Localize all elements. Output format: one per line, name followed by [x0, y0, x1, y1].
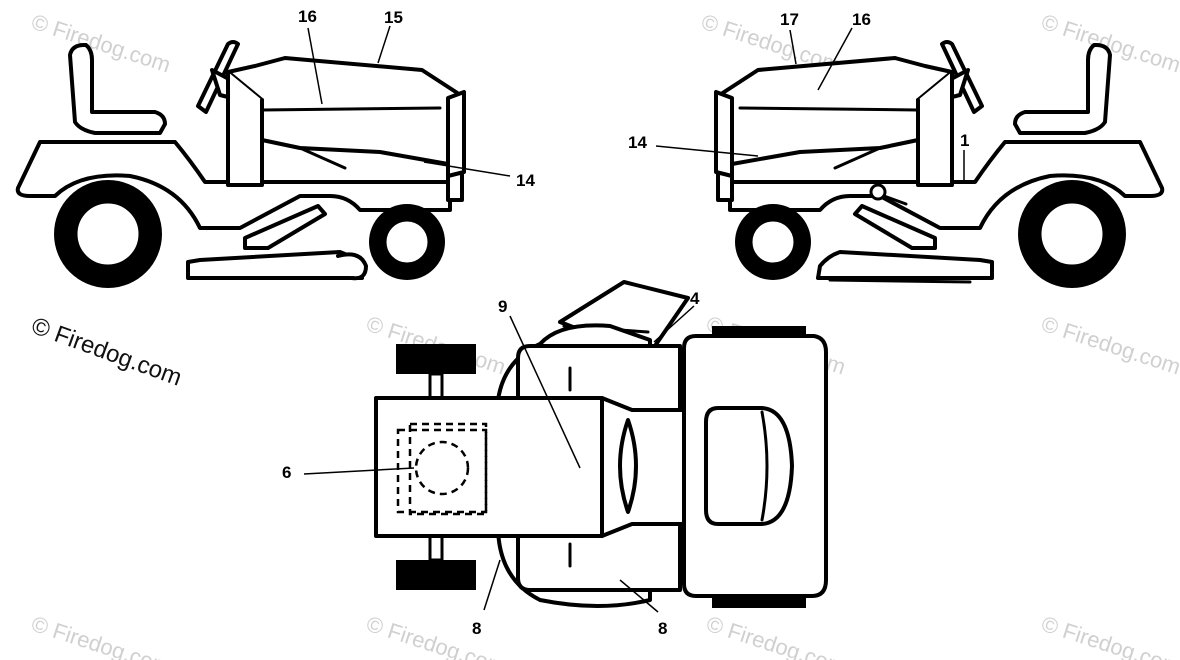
callout-label: 17	[780, 10, 799, 29]
dash-post	[226, 70, 264, 187]
leader-line	[303, 467, 415, 475]
dash-post	[916, 70, 954, 187]
rear-axle-bottom	[428, 534, 444, 562]
front-wheel-hub	[383, 218, 431, 266]
rear-wheel-hub	[74, 200, 142, 268]
rear-axle-top	[428, 372, 444, 400]
watermark-text: © Firedog.com	[28, 9, 173, 77]
rear-tire-top	[396, 344, 476, 374]
hood-crease	[260, 106, 442, 112]
steering-taper	[600, 396, 686, 538]
deck-chute	[336, 252, 368, 281]
callout-label: 8	[472, 619, 481, 638]
front-wheel-hub	[749, 218, 797, 266]
callout-label: 4	[690, 289, 700, 308]
rear-wheel-hub	[1038, 200, 1106, 268]
headlight-curve	[760, 410, 769, 522]
rear-tire-bottom	[396, 560, 476, 590]
callout-label: 15	[384, 8, 403, 27]
callout-label: 8	[658, 619, 667, 638]
deck-skirt	[828, 278, 972, 284]
mower-deck	[186, 250, 364, 280]
lever-knob	[869, 183, 887, 201]
mower-deck	[816, 250, 994, 280]
callout-label: 16	[852, 10, 871, 29]
watermark-text: © Firedog.com	[363, 611, 508, 660]
lever-handle	[882, 194, 908, 206]
fuel-cap-outline	[414, 440, 470, 496]
leader-line	[817, 27, 853, 91]
watermark-text: © Firedog.com	[703, 611, 848, 660]
steering-hub	[618, 418, 638, 514]
right-side-view: 17 16 14 1	[628, 10, 1165, 288]
lift-lever	[243, 204, 327, 250]
lift-lever	[853, 204, 937, 250]
leader-line	[509, 315, 581, 469]
callout-label: 1	[960, 131, 969, 150]
callout-label: 14	[516, 171, 535, 190]
watermark-text: © Firedog.com	[1038, 311, 1180, 379]
callout-label: 6	[282, 463, 291, 482]
seat	[1013, 43, 1112, 135]
left-side-view: 16 15 14	[15, 7, 535, 288]
headlight-pod	[704, 406, 794, 526]
hood-crease-lower	[833, 138, 920, 170]
leader-line	[483, 559, 501, 611]
engine-outline-inner	[408, 422, 488, 516]
watermark-text: © Firedog.com	[28, 611, 173, 660]
callout-label: 14	[628, 133, 647, 152]
grille	[714, 90, 734, 178]
leader-line	[653, 305, 695, 343]
watermark-text: © Firedog.com	[1038, 611, 1180, 660]
hood-crease	[738, 106, 920, 112]
callout-label: 9	[498, 297, 507, 316]
watermark-text-dark: © Firedog.com	[28, 312, 185, 391]
leader-line	[377, 25, 391, 64]
leader-line	[655, 145, 759, 157]
seat	[68, 43, 167, 135]
hood-crease-lower	[260, 138, 347, 170]
callout-label: 16	[298, 7, 317, 26]
top-view: 4 9 6 8 8	[282, 280, 828, 638]
leader-line	[619, 579, 659, 613]
leader-line	[789, 29, 797, 65]
leader-line	[423, 161, 511, 177]
leader-line	[307, 27, 323, 105]
grille	[446, 90, 466, 178]
